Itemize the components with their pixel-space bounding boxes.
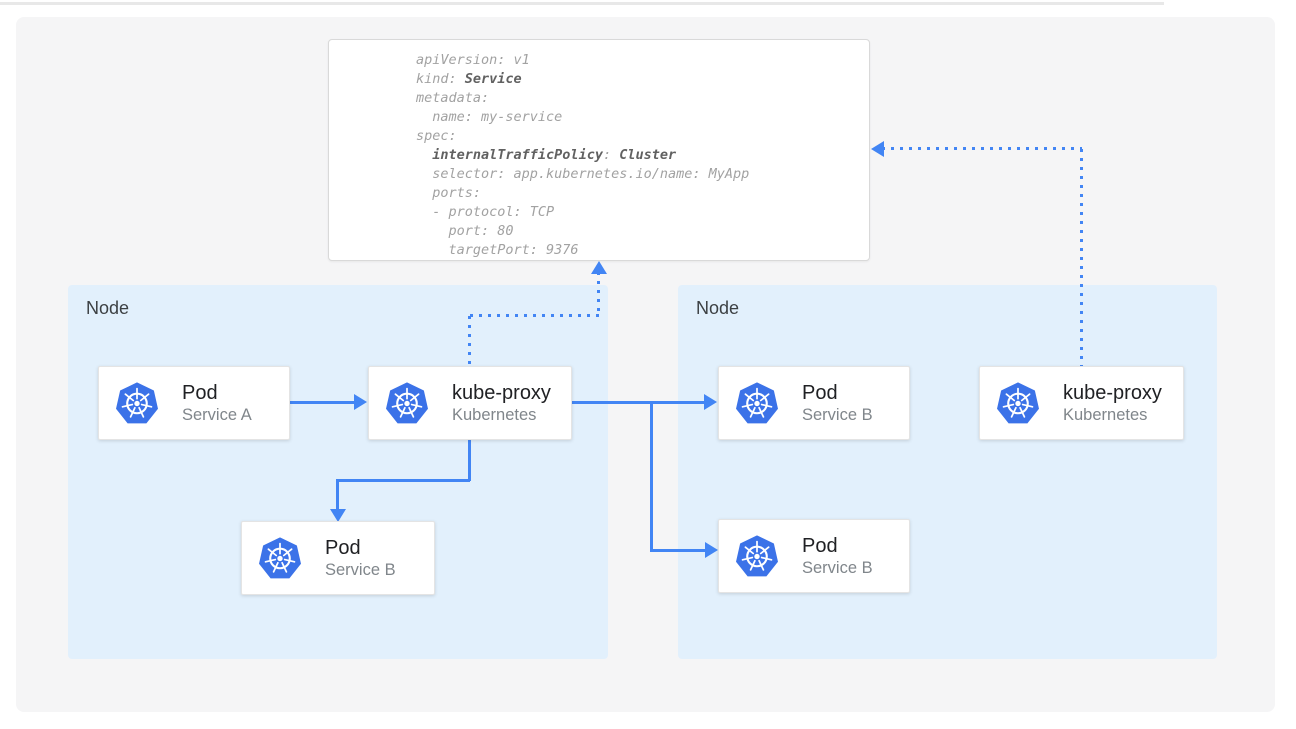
card-pod-service-b-left: Pod Service B	[241, 521, 435, 595]
dotted-kube-proxy-right-up	[1080, 149, 1083, 366]
card-title: kube-proxy	[1063, 381, 1162, 404]
kubernetes-logo-icon	[257, 536, 303, 580]
arrowhead-into-yaml-right	[871, 141, 884, 157]
card-title: Pod	[182, 381, 218, 404]
kubernetes-logo-icon	[114, 381, 160, 425]
line-kube-proxy-drop	[468, 440, 471, 481]
arrowhead-into-pod-b-right-top	[704, 394, 717, 410]
card-subtitle: Service B	[325, 560, 396, 579]
dotted-right-horizontal	[882, 147, 1082, 150]
card-title: Pod	[802, 381, 838, 404]
dotted-kube-proxy-left-up	[468, 316, 471, 366]
card-pod-service-a: Pod Service A	[98, 366, 290, 440]
yaml-line-internal-traffic-policy: internalTrafficPolicy: Cluster	[432, 147, 677, 163]
service-yaml-box: apiVersion: v1 kind: Service metadata: n…	[328, 39, 870, 261]
kubernetes-logo-icon	[734, 381, 780, 425]
service-yaml-code: apiVersion: v1 kind: Service metadata: n…	[416, 51, 749, 260]
card-kube-proxy-right: kube-proxy Kubernetes	[979, 366, 1184, 440]
card-subtitle: Service B	[802, 558, 873, 577]
yaml-line: spec:	[416, 128, 457, 144]
kubernetes-logo-icon	[384, 381, 430, 425]
line-pod-a-to-kube-proxy	[290, 401, 355, 404]
arrowhead-into-yaml-bottom	[591, 261, 607, 274]
kubernetes-logo-icon	[995, 381, 1041, 425]
kubernetes-logo-icon	[734, 534, 780, 578]
card-subtitle: Kubernetes	[1063, 405, 1148, 424]
yaml-line: apiVersion: v1	[416, 52, 530, 68]
yaml-line: metadata:	[416, 90, 490, 106]
card-title: Pod	[802, 534, 838, 557]
arrowhead-into-kube-proxy-left	[354, 394, 367, 410]
node-box-left: Node	[68, 285, 608, 659]
top-divider	[0, 2, 1164, 5]
card-kube-proxy-left: kube-proxy Kubernetes	[368, 366, 572, 440]
card-pod-service-b-right-top: Pod Service B	[718, 366, 910, 440]
card-title: kube-proxy	[452, 381, 551, 404]
yaml-line: kind: Service	[416, 71, 522, 87]
yaml-line: name: my-service	[416, 109, 563, 125]
node-label: Node	[696, 298, 740, 318]
card-title: Pod	[325, 536, 361, 559]
yaml-line: port: 80	[416, 223, 514, 239]
line-kube-proxy-to-right-node	[572, 401, 704, 404]
dotted-up-to-yaml	[597, 272, 600, 316]
card-pod-service-b-right-bottom: Pod Service B	[718, 519, 910, 593]
card-subtitle: Service B	[802, 405, 873, 424]
line-branch-to-pod-b-right-bottom	[650, 549, 705, 552]
line-down-to-pod-b-left	[336, 479, 339, 509]
arrowhead-into-pod-b-left-bottom	[330, 509, 346, 522]
node-box-right: Node	[678, 285, 1217, 659]
card-subtitle: Kubernetes	[452, 405, 537, 424]
line-drop-left	[336, 479, 470, 482]
yaml-line: - protocol: TCP	[416, 204, 555, 220]
card-subtitle: Service A	[182, 405, 252, 424]
dotted-left-horizontal	[470, 314, 600, 317]
yaml-line: selector: app.kubernetes.io/name: MyApp	[416, 166, 750, 182]
line-branch-down	[650, 401, 653, 552]
yaml-line: ports:	[416, 185, 482, 201]
yaml-line: targetPort: 9376	[416, 242, 579, 258]
arrowhead-into-pod-b-right-bottom	[705, 542, 718, 558]
node-label: Node	[86, 298, 130, 318]
